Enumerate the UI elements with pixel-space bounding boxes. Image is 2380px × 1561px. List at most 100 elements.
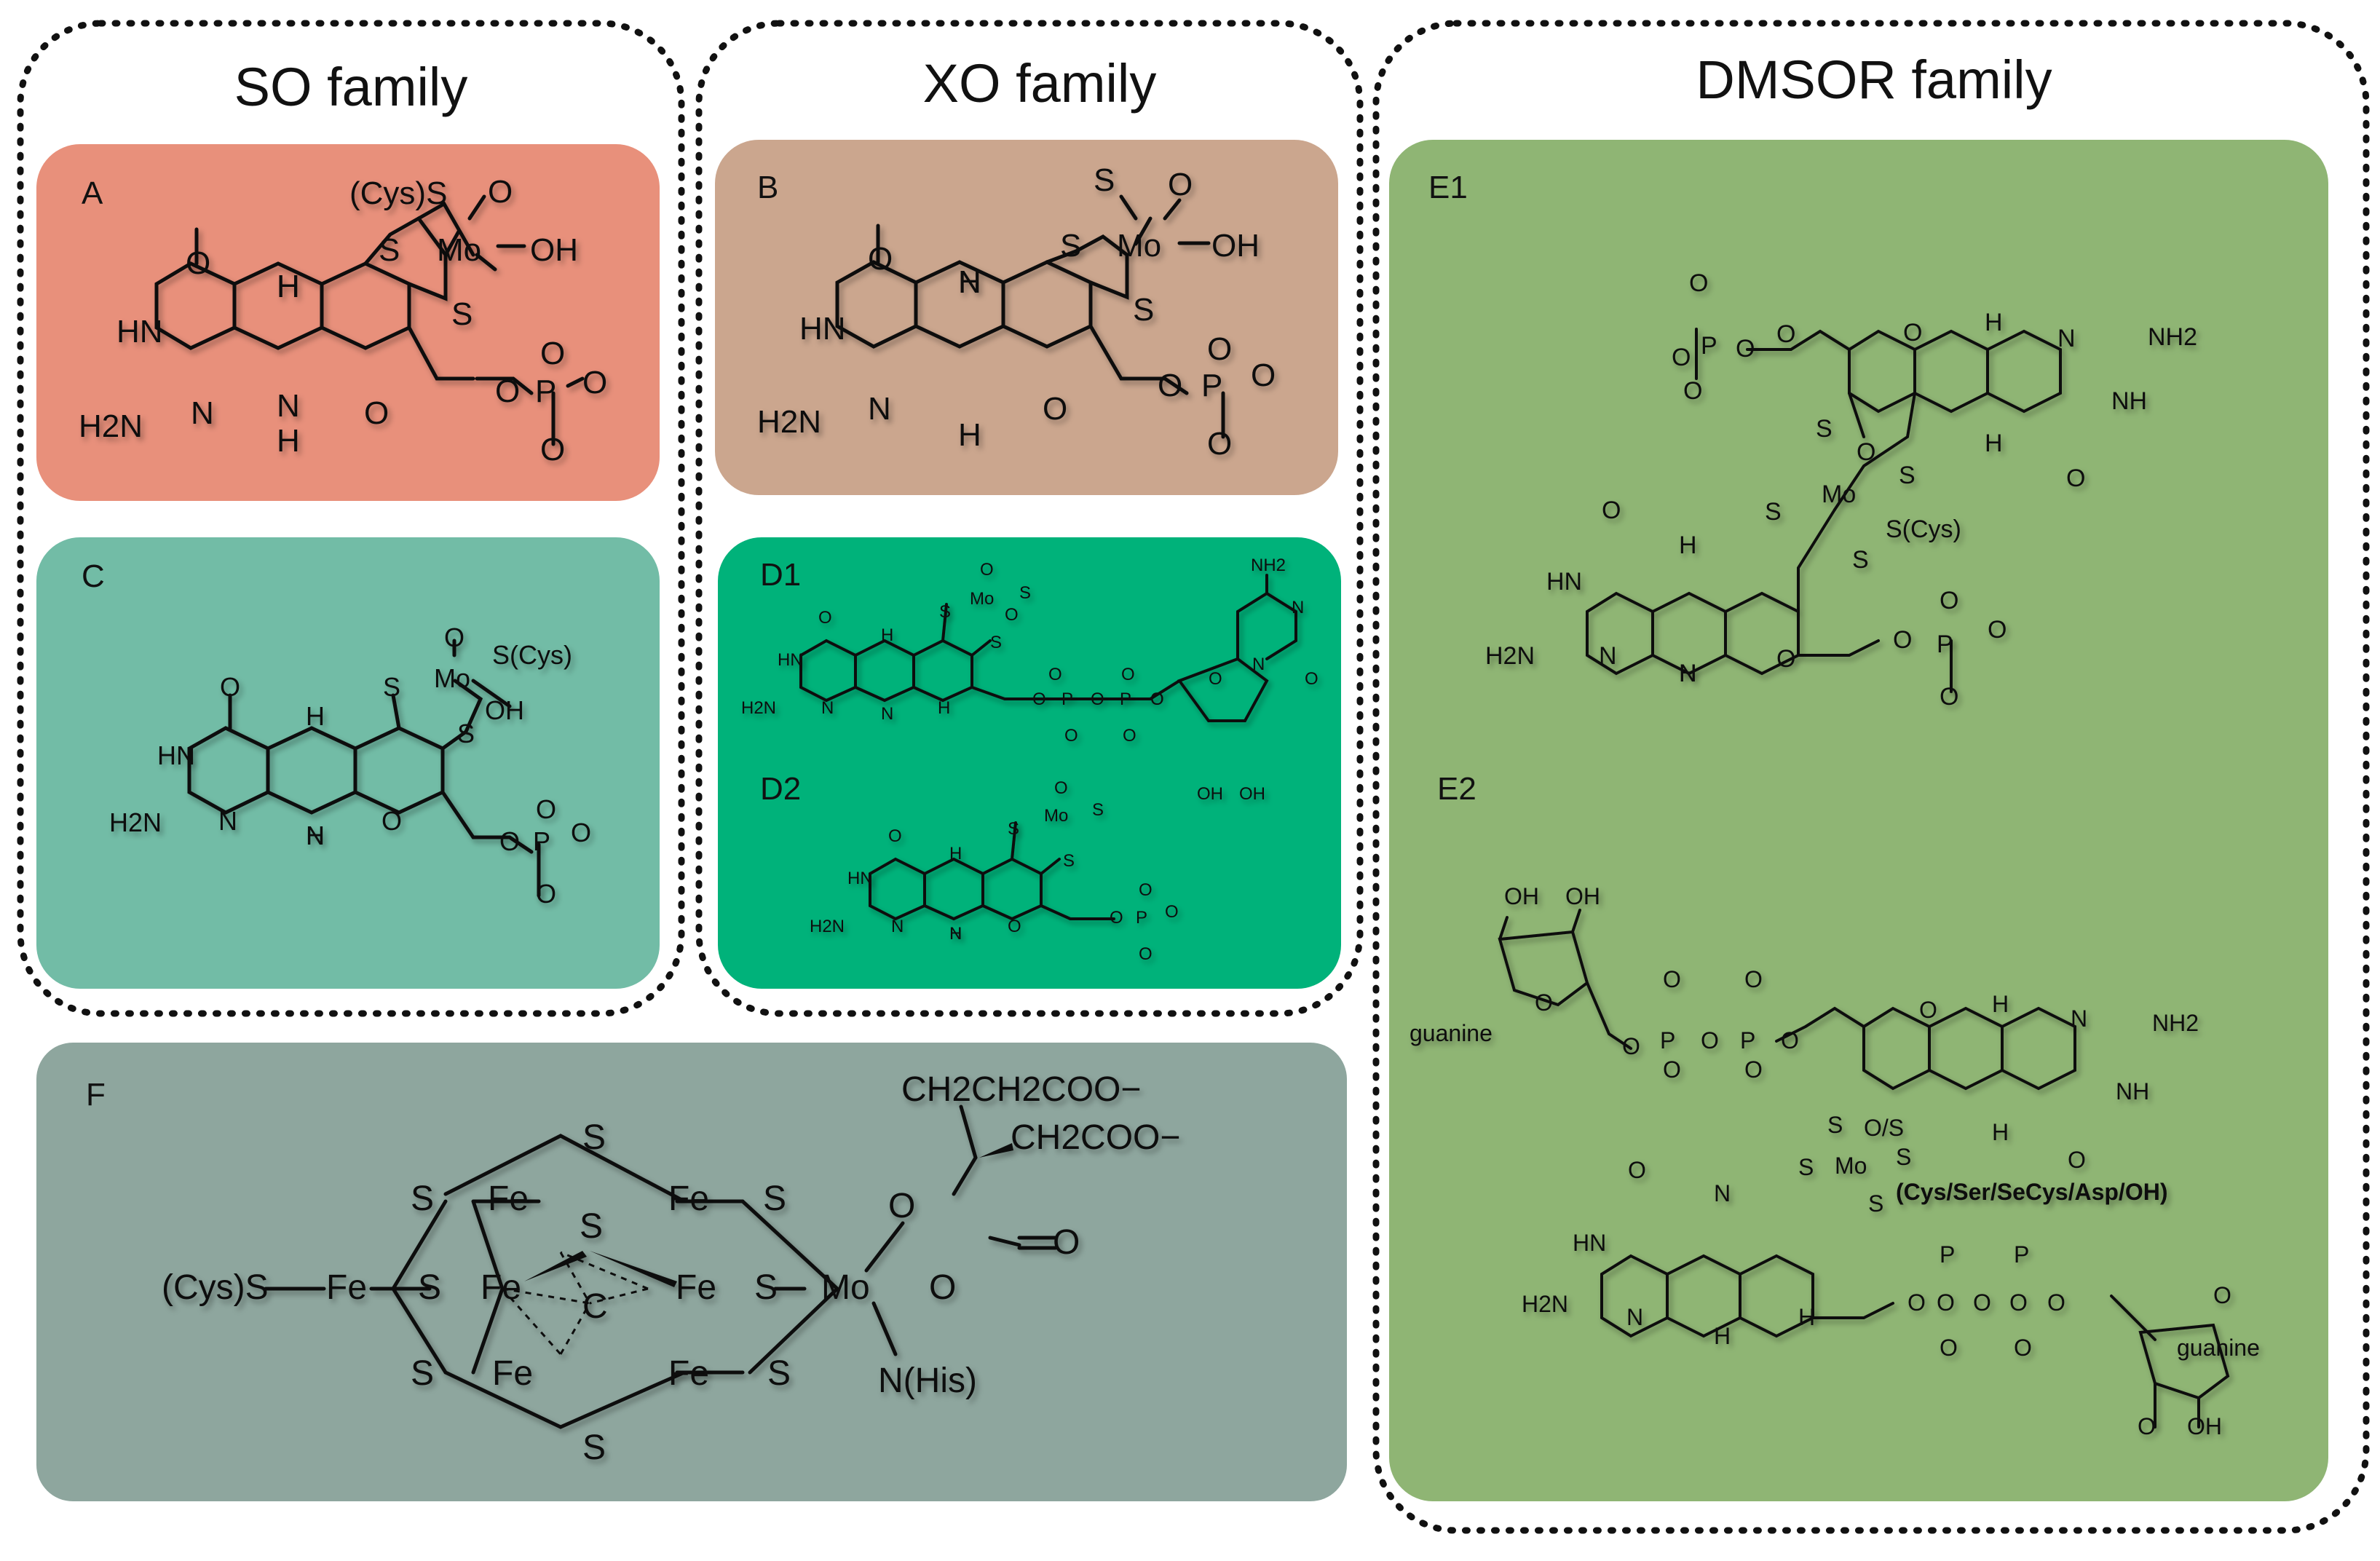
panel-f-atom-3: Fe [668, 1179, 709, 1218]
panel-d1-atom-29: O [1150, 689, 1164, 709]
panel-e2-atom-10: O [1744, 966, 1763, 992]
panel-e1-atom-7: N [2057, 325, 2076, 352]
panel-e2-label: E2 [1437, 771, 1476, 807]
panel-d1-atom-7: HN [778, 650, 803, 670]
panel-d2-atom-1: Mo [1044, 806, 1068, 826]
panel-d1-atom-5: S [990, 633, 1002, 652]
xo-family-frame [695, 20, 1364, 1017]
structure-d2 [869, 821, 1115, 921]
structure-e1 [1586, 328, 2062, 693]
panel-c-atom-5: S [457, 719, 475, 748]
panel-c-atom-1: Mo [434, 663, 470, 693]
panel-e2-atom-6: O [1663, 966, 1681, 992]
panel-b-atom-4: OH [1211, 228, 1260, 264]
panel-e1-atom-13: S [1816, 415, 1833, 443]
panel-d2-atom-6: HN [847, 869, 873, 888]
panel-a-atom-5: S [451, 296, 473, 332]
panel-f-atom-12: S [754, 1268, 778, 1307]
panel-e2-atom-4: O [1622, 1033, 1640, 1059]
panel-a-atom-1: O [488, 174, 513, 210]
panel-c-atom-14: O [499, 826, 520, 856]
panel-a-atom-13: O [364, 395, 389, 431]
panel-d1-atom-20: O [1123, 726, 1136, 746]
panel-e2-atom-12: O [1781, 1027, 1799, 1054]
panel-d1-atom-17: O [1091, 689, 1104, 709]
panel-f-label: F [86, 1077, 106, 1113]
panel-a-background [36, 144, 660, 501]
panel-a-atom-8: HN [116, 314, 163, 349]
panel-f-atom-8: S [418, 1268, 441, 1307]
structure-c-atoms: O Mo S(Cys) OH S S O HN N H2N N H H O O … [109, 623, 591, 909]
panel-e1-atom-3: O [1683, 377, 1702, 405]
panel-b-atom-9: H2N [757, 404, 821, 440]
panel-d2-atom-11: H [949, 924, 962, 944]
panel-e2-atom-20: S [1827, 1112, 1843, 1138]
panel-b-atom-5: S [1133, 292, 1154, 328]
panel-d1-atom-26: O [1209, 669, 1222, 689]
panel-e2-atom-36: P [1940, 1241, 1955, 1268]
panel-d1-atom-25: O [1305, 669, 1319, 689]
panel-f-atom-1: S [411, 1179, 434, 1218]
panel-d1-atom-19: O [1121, 665, 1135, 684]
panel-b-atom-14: P [1201, 368, 1222, 403]
so-family-title: SO family [234, 57, 468, 117]
panel-d1-atom-3: O [1005, 605, 1019, 625]
panel-b-atom-13: O [1158, 368, 1182, 403]
panel-a-atom-17: O [582, 365, 607, 400]
panel-f-atom-7: Fe [326, 1268, 367, 1307]
panel-e2-atom-25: (Cys/Ser/SeCys/Asp/OH) [1896, 1179, 2167, 1205]
panel-e1-atom-18: S [1765, 498, 1782, 526]
panel-e1-atom-15: O [1857, 438, 1875, 466]
panel-d-background [718, 537, 1341, 989]
panel-f-atom-13: Mo [821, 1268, 870, 1307]
panel-d1-atom-27: OH [1197, 784, 1223, 804]
panel-d1-label: D1 [760, 557, 801, 593]
panel-c-atom-11: H [306, 701, 325, 731]
structure-f [264, 1104, 1058, 1429]
panel-e1-atom-19: S [1852, 546, 1869, 574]
structure-d2-atoms: O Mo S S S O HN N H2N N H H O O P O O O [810, 778, 1179, 964]
panel-d2-atom-8: H2N [810, 917, 845, 936]
panel-c-atom-4: S [383, 672, 400, 702]
structure-d1 [799, 574, 1297, 722]
panel-a-atom-0: (Cys)S [349, 175, 447, 211]
panel-e2-atom-14: N [2071, 1005, 2087, 1032]
panel-f-group-1: CH2COO− [1011, 1118, 1180, 1157]
panel-a-label: A [82, 175, 103, 211]
panel-e2-atom-15: NH2 [2152, 1010, 2199, 1036]
panel-c-atom-10: N [306, 821, 325, 850]
panel-f-atom-4: S [763, 1179, 786, 1218]
panel-b-atom-10: N [868, 391, 891, 427]
panel-e1-atom-27: O [1776, 645, 1795, 673]
panel-c-atom-15: P [533, 826, 550, 856]
panel-e2-atom-11: O [1744, 1056, 1763, 1083]
panel-e2-atom-21: O/S [1864, 1115, 1904, 1141]
panel-d2-atom-5: O [888, 826, 902, 846]
structure-b-atoms: S O S Mo OH S O HN N H2N N H O O P O O O… [757, 162, 1276, 462]
panel-d2-atom-10: H [949, 844, 962, 864]
panel-e2-atom-28: HN [1573, 1230, 1606, 1256]
panel-a-atom-3: Mo [437, 232, 481, 268]
panel-f-atom-20: N(His) [878, 1362, 977, 1400]
panel-f-atom-21: O [929, 1268, 956, 1307]
panel-d1-atom-21: O [1150, 689, 1164, 709]
panel-a-atom-2: S [379, 232, 400, 268]
panel-f-atom-9: Fe [481, 1268, 521, 1307]
panel-e2-atom-30: H2N [1522, 1291, 1568, 1317]
panel-d1-atom-23: N [1292, 598, 1304, 617]
panel-b-atom-8: N [958, 264, 981, 300]
panel-e1-atom-25: H [1679, 531, 1697, 559]
panel-a-atom-15: P [535, 374, 556, 409]
panel-e2-atom-40: P [2014, 1241, 2029, 1268]
panel-e2-atom-44: guanine [2177, 1335, 2260, 1361]
panel-e1-atom-16: Mo [1822, 481, 1856, 508]
panel-d1-atom-1: Mo [970, 589, 994, 609]
panel-b-atom-3: Mo [1117, 228, 1161, 264]
panel-d1-atom-9: H2N [741, 698, 776, 718]
panel-c-atom-3: OH [485, 695, 524, 725]
panel-b-atom-7: HN [799, 311, 846, 347]
panel-d2-atom-16: O [1165, 902, 1179, 922]
panel-a-atom-11: N [191, 395, 214, 431]
